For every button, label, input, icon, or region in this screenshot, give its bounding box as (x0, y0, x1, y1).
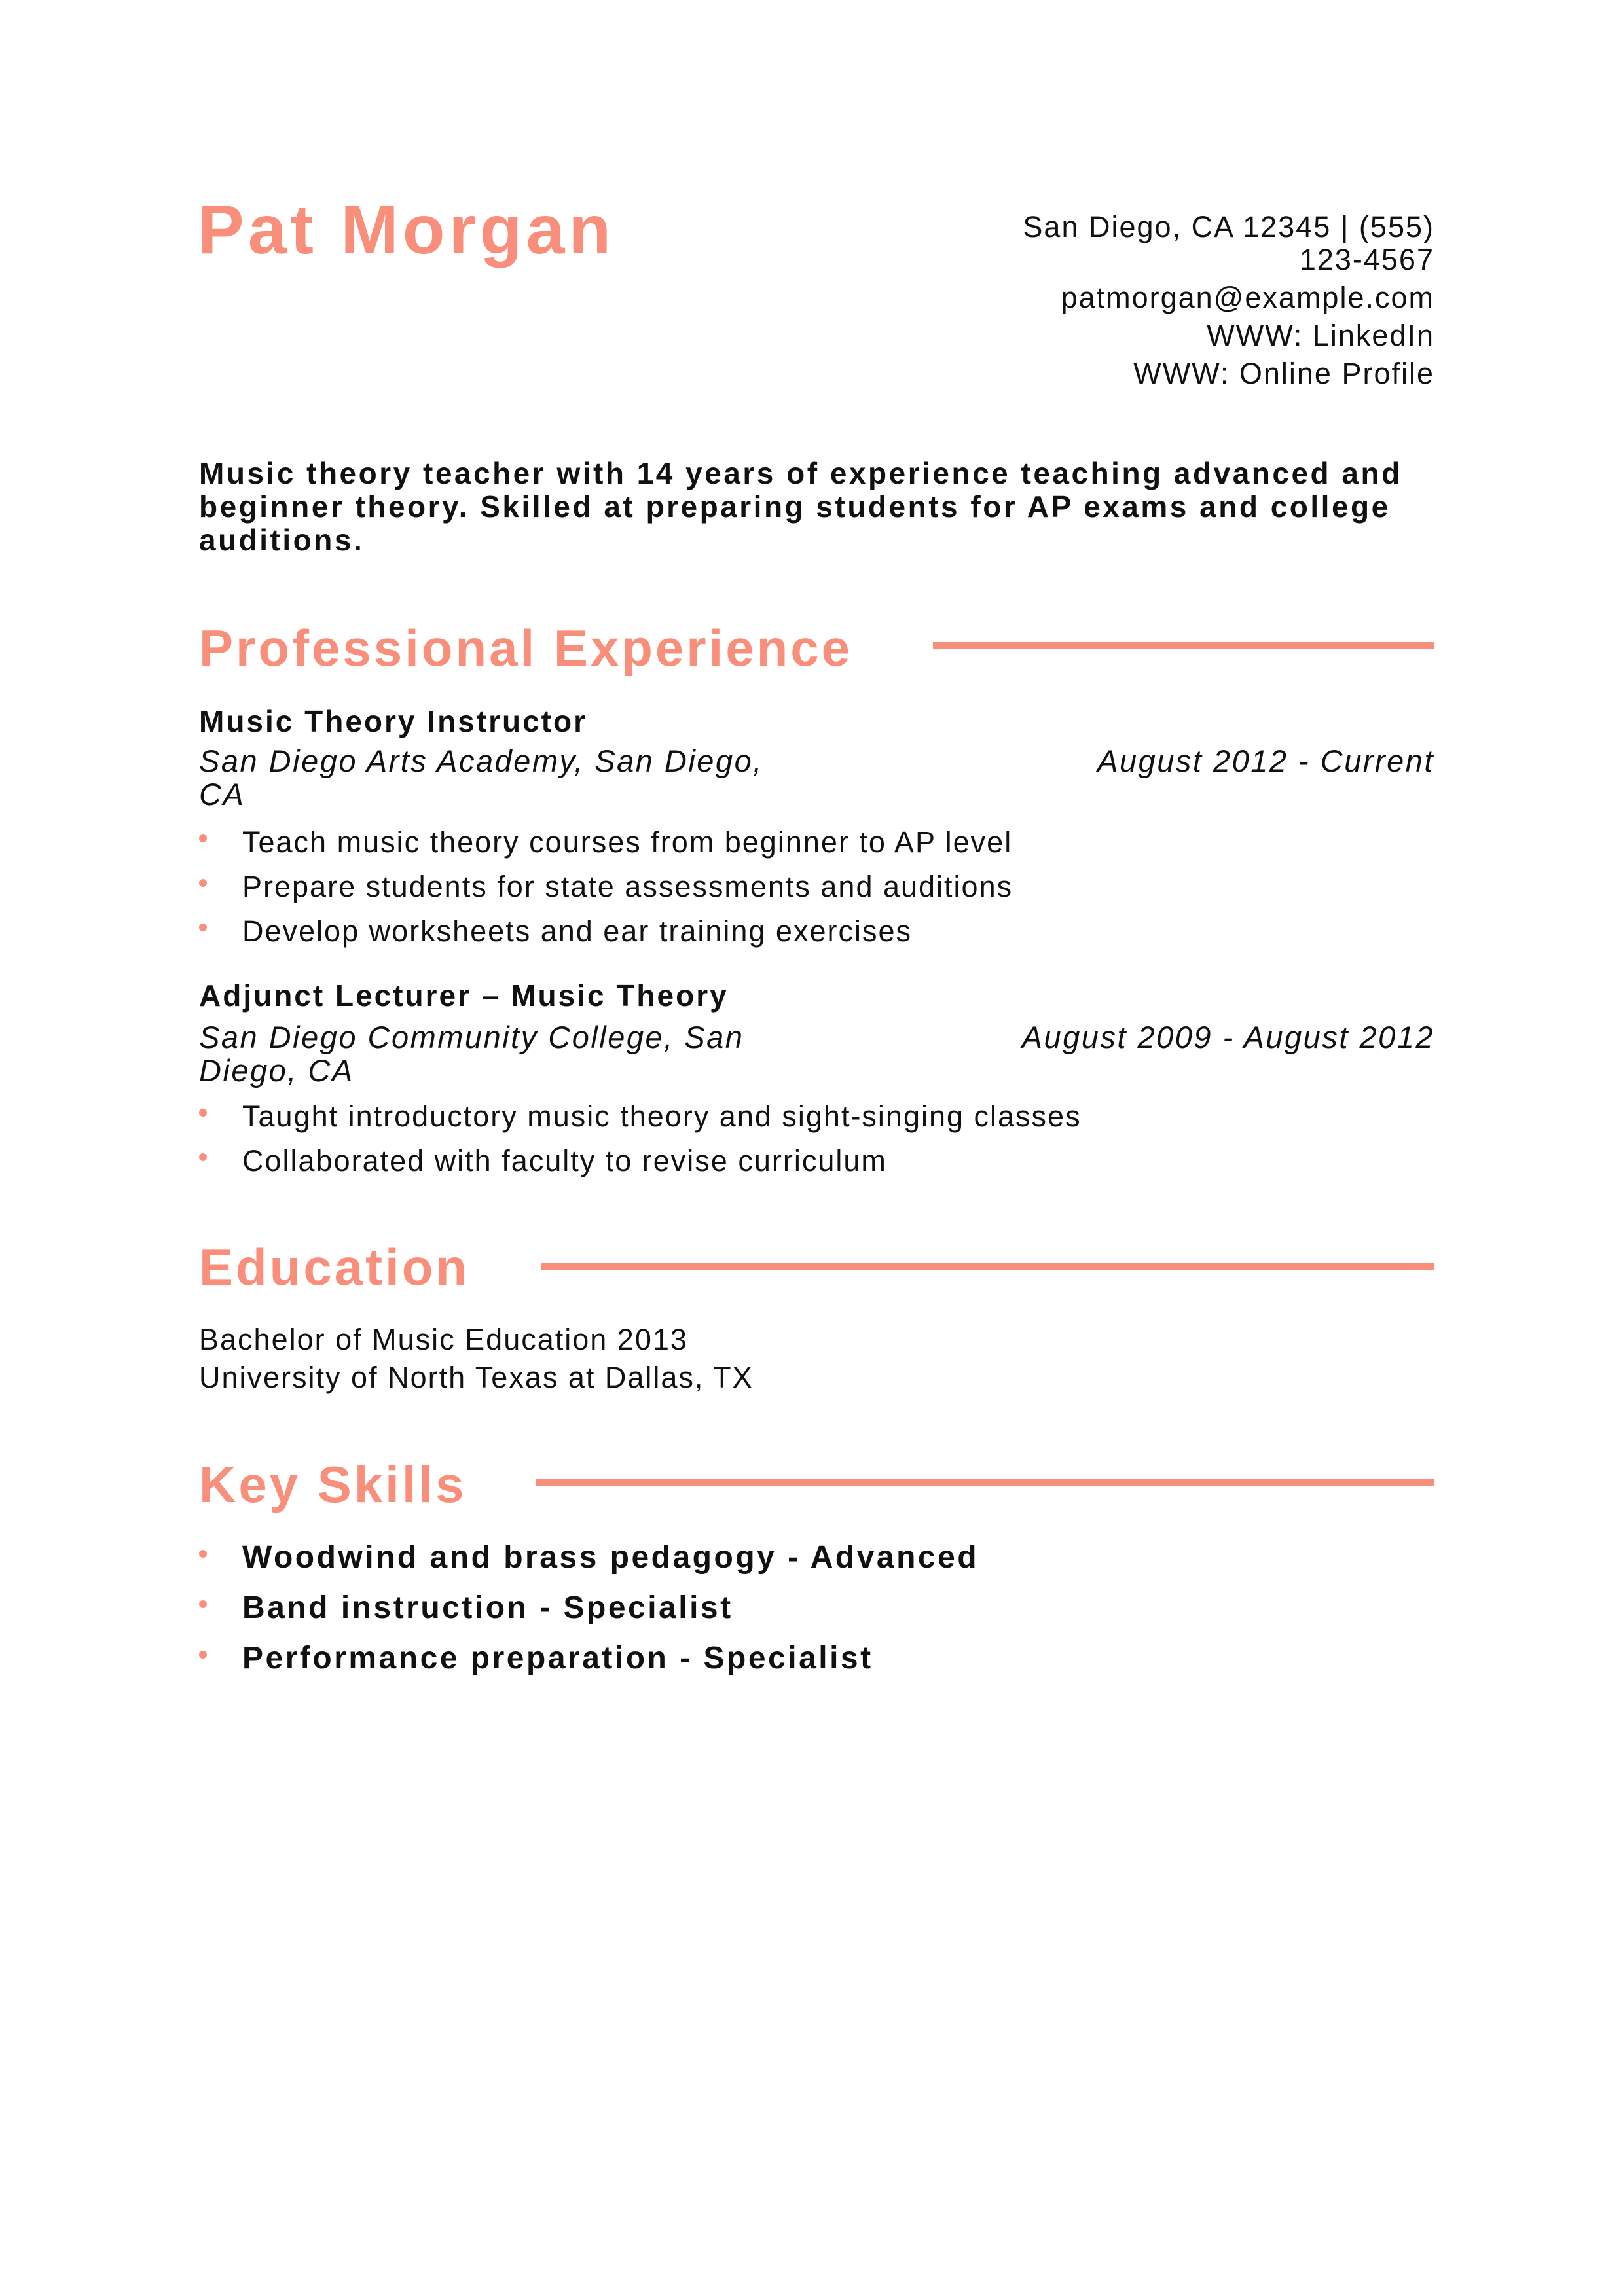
section-divider (541, 1263, 1434, 1270)
bullet-icon (199, 1109, 207, 1117)
section-divider (536, 1479, 1434, 1486)
list-item: Develop worksheets and ear training exer… (199, 914, 912, 948)
job-company: San Diego Community College, San Diego, … (199, 1020, 744, 1088)
candidate-name: Pat Morgan (198, 191, 615, 268)
bullet-text: Prepare students for state assessments a… (242, 870, 1013, 903)
education-school: University of North Texas at Dallas, TX (199, 1361, 754, 1394)
list-item: Collaborated with faculty to revise curr… (199, 1144, 887, 1178)
professional-summary: Music theory teacher with 14 years of ex… (199, 456, 1402, 557)
list-item: Taught introductory music theory and sig… (199, 1100, 1082, 1134)
bullet-text: Taught introductory music theory and sig… (242, 1100, 1082, 1133)
list-item: Teach music theory courses from beginner… (199, 825, 1012, 859)
contact-email[interactable]: patmorgan@example.com (1061, 281, 1434, 314)
job-dates: August 2012 - Current (1097, 744, 1434, 778)
skill-text: Band instruction - Specialist (242, 1590, 733, 1625)
section-heading-education: Education (199, 1238, 470, 1296)
bullet-text: Teach music theory courses from beginner… (242, 825, 1013, 859)
job-title: Adjunct Lecturer – Music Theory (199, 978, 729, 1013)
contact-linkedin[interactable]: WWW: LinkedIn (1207, 319, 1434, 352)
skill-item: Band instruction - Specialist (199, 1591, 733, 1625)
contact-online-profile[interactable]: WWW: Online Profile (1133, 357, 1434, 390)
bullet-icon (199, 879, 207, 887)
section-divider (933, 642, 1434, 649)
skill-item: Performance preparation - Specialist (199, 1641, 873, 1676)
skill-text: Woodwind and brass pedagogy - Advanced (242, 1540, 979, 1575)
bullet-icon (199, 1600, 207, 1608)
bullet-icon (199, 924, 207, 931)
bullet-icon (199, 834, 207, 842)
bullet-text: Develop worksheets and ear training exer… (242, 914, 912, 948)
contact-info: San Diego, CA 12345 | (555) 123-4567 pat… (976, 211, 1434, 395)
job-dates: August 2009 - August 2012 (1021, 1020, 1434, 1054)
skill-item: Woodwind and brass pedagogy - Advanced (199, 1541, 979, 1575)
education-degree: Bachelor of Music Education 2013 (199, 1323, 688, 1356)
bullet-icon (199, 1153, 207, 1161)
bullet-icon (199, 1651, 207, 1659)
job-company: San Diego Arts Academy, San Diego, CA (199, 744, 763, 812)
contact-address-phone: San Diego, CA 12345 | (555) 123-4567 (1023, 210, 1434, 276)
section-heading-skills: Key Skills (199, 1456, 467, 1513)
bullet-icon (199, 1550, 207, 1558)
skill-text: Performance preparation - Specialist (242, 1641, 873, 1676)
list-item: Prepare students for state assessments a… (199, 870, 1013, 904)
bullet-text: Collaborated with faculty to revise curr… (242, 1144, 887, 1177)
section-heading-experience: Professional Experience (199, 619, 853, 677)
job-title: Music Theory Instructor (199, 704, 587, 738)
